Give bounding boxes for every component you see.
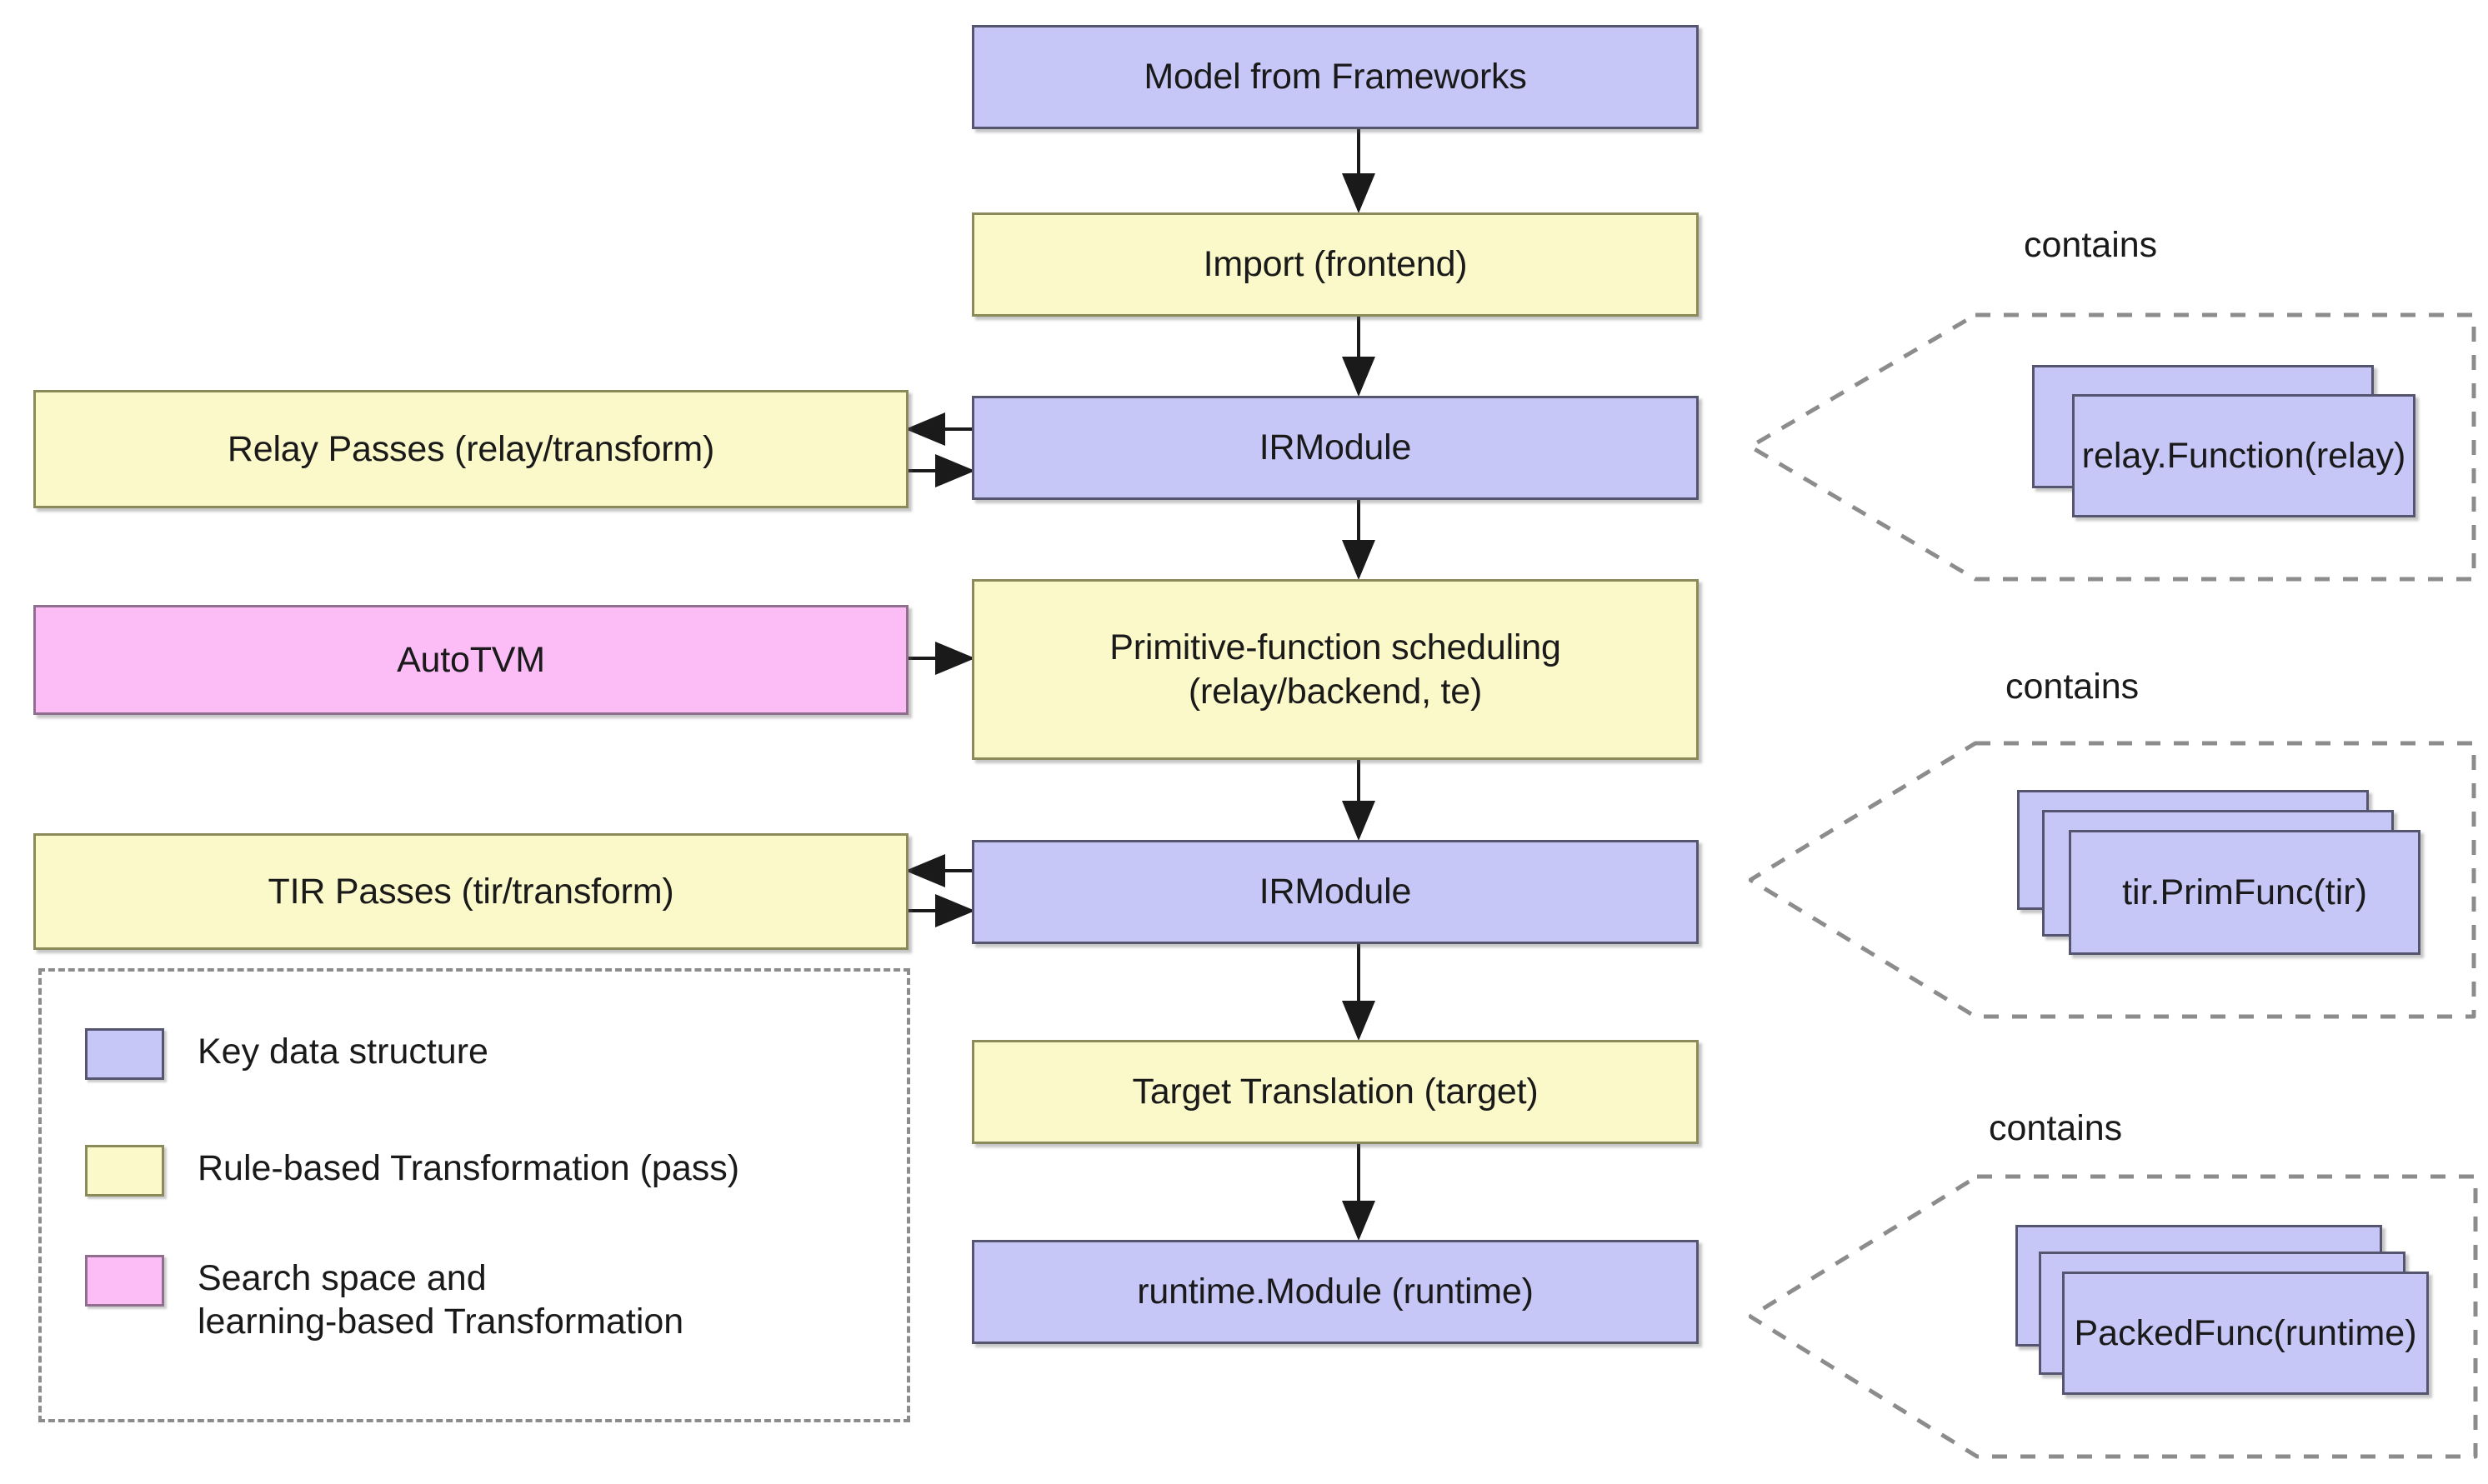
node-target-translation: Target Translation (target) [972, 1040, 1699, 1144]
callout-outline-relay [1749, 312, 2476, 582]
node-primitive-function-scheduling: Primitive-function scheduling (relay/bac… [972, 579, 1699, 760]
contains-group-packedfunc: contains PackedFunc(runtime) [1749, 1108, 2488, 1484]
stack-box-label: tir.PrimFunc(tir) [2122, 872, 2367, 912]
stack-box-front: PackedFunc(runtime) [2062, 1272, 2429, 1395]
node-label: TIR Passes (tir/transform) [268, 871, 674, 912]
legend-label: Key data structure [198, 1032, 488, 1072]
legend-item-rule-based-transformation: Rule-based Transformation (pass) [85, 1145, 739, 1197]
node-label: Primitive-function scheduling (relay/bac… [1109, 627, 1561, 712]
node-label: Model from Frameworks [1144, 57, 1527, 97]
legend-label: Search space and learning-based Transfor… [198, 1258, 684, 1342]
contains-label: contains [2024, 225, 2158, 265]
node-autotvm: AutoTVM [33, 605, 909, 715]
legend-item-search-learning-transformation: Search space and learning-based Transfor… [85, 1255, 683, 1344]
legend-item-key-data-structure: Key data structure [85, 1028, 488, 1080]
stack-box-label: PackedFunc(runtime) [2074, 1312, 2417, 1353]
node-label: IRModule [1259, 872, 1412, 912]
node-label: Target Translation (target) [1132, 1072, 1539, 1112]
contains-label: contains [1989, 1108, 2123, 1148]
node-model-from-frameworks: Model from Frameworks [972, 25, 1699, 129]
node-irmodule-tir: IRModule [972, 840, 1699, 944]
legend-swatch-pink [85, 1255, 164, 1307]
node-relay-passes: Relay Passes (relay/transform) [33, 390, 909, 508]
stack-box-front: relay.Function(relay) [2072, 394, 2415, 517]
legend-swatch-yellow [85, 1145, 164, 1197]
stack-box-label: relay.Function(relay) [2081, 435, 2406, 476]
contains-group-tir-primfunc: contains tir.PrimFunc(tir) [1749, 667, 2488, 1033]
node-irmodule-relay: IRModule [972, 396, 1699, 500]
node-label: Relay Passes (relay/transform) [227, 428, 715, 469]
callout-outline-packedfunc [1749, 1174, 2478, 1459]
node-label: runtime.Module (runtime) [1137, 1272, 1534, 1312]
node-label: IRModule [1259, 427, 1412, 468]
callout-outline-tir [1749, 741, 2476, 1019]
node-import-frontend: Import (frontend) [972, 212, 1699, 317]
node-tir-passes: TIR Passes (tir/transform) [33, 833, 909, 950]
legend-panel: Key data structure Rule-based Transforma… [38, 968, 910, 1422]
node-runtime-module: runtime.Module (runtime) [972, 1240, 1699, 1344]
legend-label: Rule-based Transformation (pass) [198, 1148, 740, 1188]
contains-label: contains [2005, 667, 2140, 707]
legend-swatch-purple [85, 1028, 164, 1080]
node-label: Import (frontend) [1203, 244, 1468, 285]
stack-box-front: tir.PrimFunc(tir) [2069, 830, 2420, 955]
node-label: AutoTVM [397, 639, 545, 680]
contains-group-relay-function: contains relay.Function(relay) [1749, 225, 2488, 592]
